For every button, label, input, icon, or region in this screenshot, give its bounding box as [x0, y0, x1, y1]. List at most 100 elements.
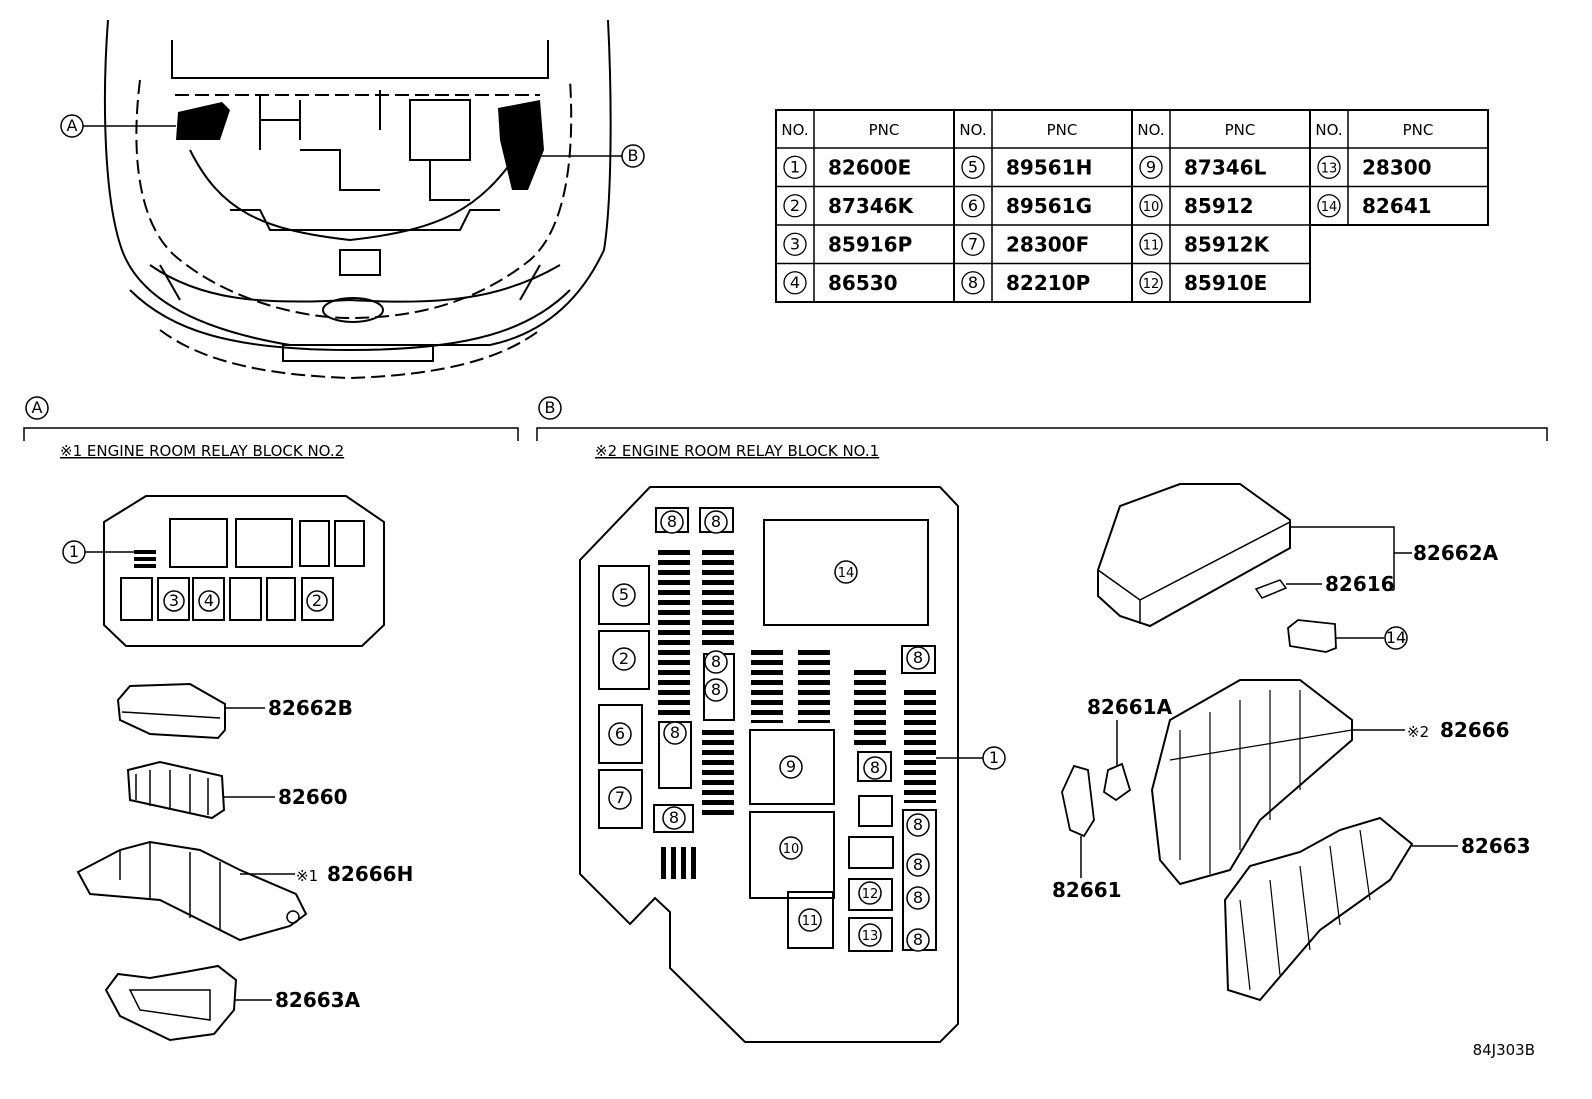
position-label-7: 7 — [608, 786, 632, 810]
block-a-callout-1: 1 — [62, 540, 134, 564]
position-label-6: 6 — [608, 722, 632, 746]
svg-text:13: 13 — [862, 929, 879, 944]
position-label-8: 8 — [663, 721, 687, 745]
section-b-title: ※2 ENGINE ROOM RELAY BLOCK NO.1 — [595, 442, 879, 460]
svg-text:8: 8 — [913, 815, 923, 834]
block-b-callout-1: 1 — [936, 746, 1006, 770]
svg-text:82662A: 82662A — [1413, 541, 1499, 565]
svg-text:2: 2 — [312, 591, 322, 610]
table-header-pnc: PNC — [1225, 121, 1256, 139]
table-cell-pnc: 89561H — [1006, 155, 1092, 179]
table-cell-no: 8 — [968, 273, 978, 292]
block-a-position-3: 3 — [163, 590, 185, 612]
table-cell-no: 6 — [968, 196, 978, 215]
part-82666H: ※1 82666H — [76, 840, 413, 942]
part-82661: 82661 — [1052, 764, 1122, 902]
position-label-9: 9 — [779, 755, 803, 779]
table-cell-no: 1 — [790, 157, 800, 176]
svg-text:B: B — [628, 146, 639, 165]
position-label-13: 13 — [858, 923, 882, 947]
relay-block-no1-layout — [579, 486, 959, 1043]
table-header-pnc: PNC — [869, 121, 900, 139]
svg-text:8: 8 — [913, 648, 923, 667]
table-header-no: NO. — [781, 121, 808, 139]
table-row: 10 85912 — [1139, 194, 1254, 218]
position-label-2: 2 — [612, 647, 636, 671]
position-label-11: 11 — [798, 908, 822, 932]
engine-bay-illustration — [103, 19, 612, 380]
table-cell-no: 10 — [1143, 200, 1160, 215]
part-82663A: 82663A — [104, 964, 361, 1042]
svg-text:3: 3 — [169, 591, 179, 610]
table-cell-pnc: 28300F — [1006, 232, 1089, 256]
svg-text:82666H: 82666H — [327, 862, 413, 886]
position-label-10: 10 — [779, 836, 803, 860]
part-82666: ※2 82666 — [1150, 679, 1510, 886]
callout-b: B — [540, 144, 645, 168]
table-cell-no: 9 — [1146, 157, 1156, 176]
position-label-12: 12 — [858, 881, 882, 905]
part-82660: 82660 — [126, 760, 348, 820]
table-cell-pnc: 82210P — [1006, 271, 1090, 295]
part-82663: 82663 — [1223, 816, 1531, 1002]
svg-text:8: 8 — [913, 930, 923, 949]
svg-text:5: 5 — [619, 585, 629, 604]
part-82662B: 82662B — [116, 682, 353, 740]
position-label-14: 14 — [834, 560, 858, 584]
table-cell-pnc: 85912 — [1184, 194, 1254, 218]
table-cell-pnc: 82641 — [1362, 194, 1432, 218]
position-label-8: 8 — [863, 756, 887, 780]
position-label-8: 8 — [906, 886, 930, 910]
table-cell-pnc: 28300 — [1362, 155, 1432, 179]
block-a-position-2: 2 — [306, 590, 328, 612]
svg-text:7: 7 — [615, 788, 625, 807]
svg-text:9: 9 — [786, 757, 796, 776]
table-cell-pnc: 87346K — [828, 194, 915, 218]
table-cell-no: 12 — [1143, 277, 1160, 292]
section-b: B ※2 ENGINE ROOM RELAY BLOCK NO.1 — [536, 396, 1548, 460]
relay-block-a-location — [176, 102, 230, 140]
section-a: A ※1 ENGINE ROOM RELAY BLOCK NO.2 — [23, 396, 519, 460]
svg-text:11: 11 — [802, 914, 819, 929]
block-a-position-4: 4 — [198, 590, 220, 612]
table-header-pnc: PNC — [1403, 121, 1434, 139]
svg-text:8: 8 — [669, 808, 679, 827]
position-label-8: 8 — [906, 813, 930, 837]
table-header-no: NO. — [1315, 121, 1342, 139]
svg-text:82661A: 82661A — [1087, 695, 1173, 719]
table-cell-no: 7 — [968, 234, 978, 253]
part-82616: 82616 — [1254, 572, 1395, 599]
svg-text:8: 8 — [670, 723, 680, 742]
table-row: 5 89561H — [961, 155, 1092, 179]
table-cell-pnc: 87346L — [1184, 155, 1267, 179]
svg-text:8: 8 — [711, 652, 721, 671]
section-a-title: ※1 ENGINE ROOM RELAY BLOCK NO.2 — [60, 442, 344, 460]
table-cell-no: 3 — [790, 234, 800, 253]
svg-text:8: 8 — [667, 512, 677, 531]
position-label-5: 5 — [612, 583, 636, 607]
position-label-8: 8 — [704, 678, 728, 702]
position-label-8: 8 — [906, 646, 930, 670]
svg-text:※1: ※1 — [296, 867, 318, 885]
table-row: 7 28300F — [961, 232, 1089, 256]
svg-text:A: A — [32, 398, 43, 417]
svg-text:82662B: 82662B — [268, 696, 353, 720]
svg-text:82660: 82660 — [278, 785, 348, 809]
relay-block-no2-layout — [103, 495, 385, 647]
svg-text:82616: 82616 — [1325, 572, 1395, 596]
svg-text:8: 8 — [711, 680, 721, 699]
svg-text:82666: 82666 — [1440, 718, 1510, 742]
svg-text:8: 8 — [913, 888, 923, 907]
position-label-8: 8 — [660, 510, 684, 534]
table-cell-no: 5 — [968, 157, 978, 176]
table-row: 9 87346L — [1139, 155, 1267, 179]
